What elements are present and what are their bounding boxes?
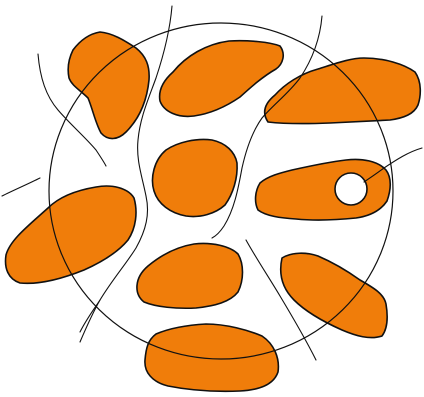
particles [6, 32, 421, 391]
boundary-line-bottom-left [80, 300, 100, 342]
pore-hole [335, 173, 367, 205]
particle-lower-middle [137, 243, 243, 308]
particle-top-left [68, 32, 149, 139]
particle-top-middle [160, 41, 284, 117]
particle-bottom [145, 324, 278, 391]
particle-right-with-hole [256, 159, 391, 220]
particle-left [6, 186, 136, 283]
particle-center [153, 139, 238, 216]
particle-top-right [265, 58, 421, 124]
boundary-line-left [2, 178, 40, 196]
